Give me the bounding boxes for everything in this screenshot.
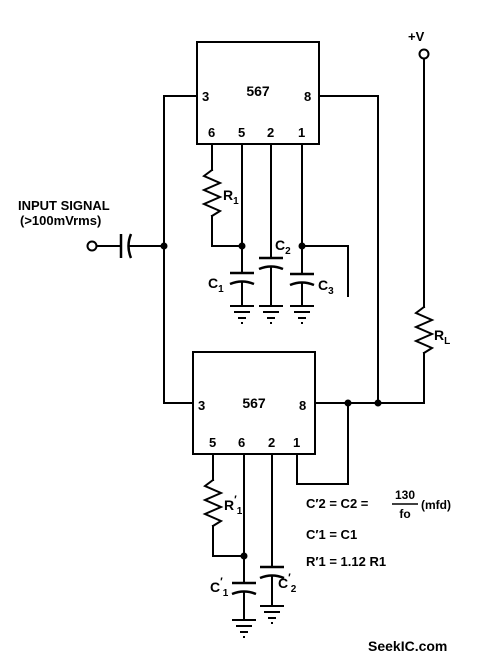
input-signal: INPUT SIGNAL (>100mVrms) (18, 198, 165, 259)
c3-label: C3 (318, 277, 334, 297)
supply-terminal (418, 48, 430, 60)
ic-top: 567 3 8 6 5 2 1 (196, 41, 320, 145)
input-terminal (86, 240, 98, 252)
c1-prime-label: C′1 (210, 576, 229, 599)
ic-bottom-name: 567 (242, 395, 266, 411)
junction-output-b (374, 399, 382, 407)
junction-input (160, 242, 168, 250)
c2-label: C2 (275, 237, 291, 257)
equation-c2-denominator: fo (399, 507, 410, 521)
r1-label: R1 (223, 187, 239, 207)
input-label: INPUT SIGNAL (18, 198, 110, 213)
ic-bottom-pin-8: 8 (299, 398, 306, 413)
ic-top-pin-5: 5 (238, 125, 245, 140)
ground-c3 (290, 305, 314, 324)
c2-prime-label: C′2 (278, 572, 297, 595)
ic-bottom-pin-3: 3 (198, 398, 205, 413)
ground-c1 (230, 305, 254, 324)
input-level: (>100mVrms) (20, 213, 101, 228)
ic-bottom-pin-6: 6 (238, 435, 245, 450)
rl-label: RL (434, 327, 450, 347)
ic-bottom-pin-1: 1 (293, 435, 300, 450)
ic-top-name: 567 (246, 83, 270, 99)
r1-resistor (201, 168, 223, 218)
ic-top-pin-2: 2 (267, 125, 274, 140)
equation-r1: R′1 = 1.12 R1 (306, 554, 386, 569)
ic-top-pin-1: 1 (298, 125, 305, 140)
ic-top-pin-3: 3 (202, 89, 209, 104)
ground-c2-prime (260, 605, 284, 624)
ic-bottom: 567 3 8 5 6 2 1 (192, 351, 316, 455)
ic-bottom-pin-5: 5 (209, 435, 216, 450)
ground-c1-prime (232, 619, 256, 638)
r1-prime-label: R′1 (224, 494, 243, 517)
bottom-pin1-wire (296, 402, 349, 485)
c3-to-bottom-pin2 (301, 245, 349, 297)
c1-label: C1 (208, 275, 224, 295)
ic-top-pin-8: 8 (304, 89, 311, 104)
equation-c2: C′2 = C2 = (306, 496, 369, 511)
watermark: SeekIC.com (368, 638, 447, 654)
equation-c1: C′1 = C1 (306, 527, 357, 542)
equation-c2-unit: (mfd) (421, 498, 451, 512)
design-notes: C′2 = C2 = 130 fo (mfd) C′1 = C1 R′1 = 1… (306, 488, 451, 569)
ground-c2 (259, 305, 283, 324)
ic-top-pin-6: 6 (208, 125, 215, 140)
output-bus-top (318, 95, 379, 404)
equation-c2-numerator: 130 (395, 488, 415, 502)
junction-r1p-c1p (240, 552, 248, 560)
supply-label: +V (408, 29, 425, 44)
load-resistor (413, 305, 435, 355)
junction-r1-c1 (238, 242, 246, 250)
r1-prime-resistor (202, 478, 224, 528)
ic-bottom-pin-2: 2 (268, 435, 275, 450)
